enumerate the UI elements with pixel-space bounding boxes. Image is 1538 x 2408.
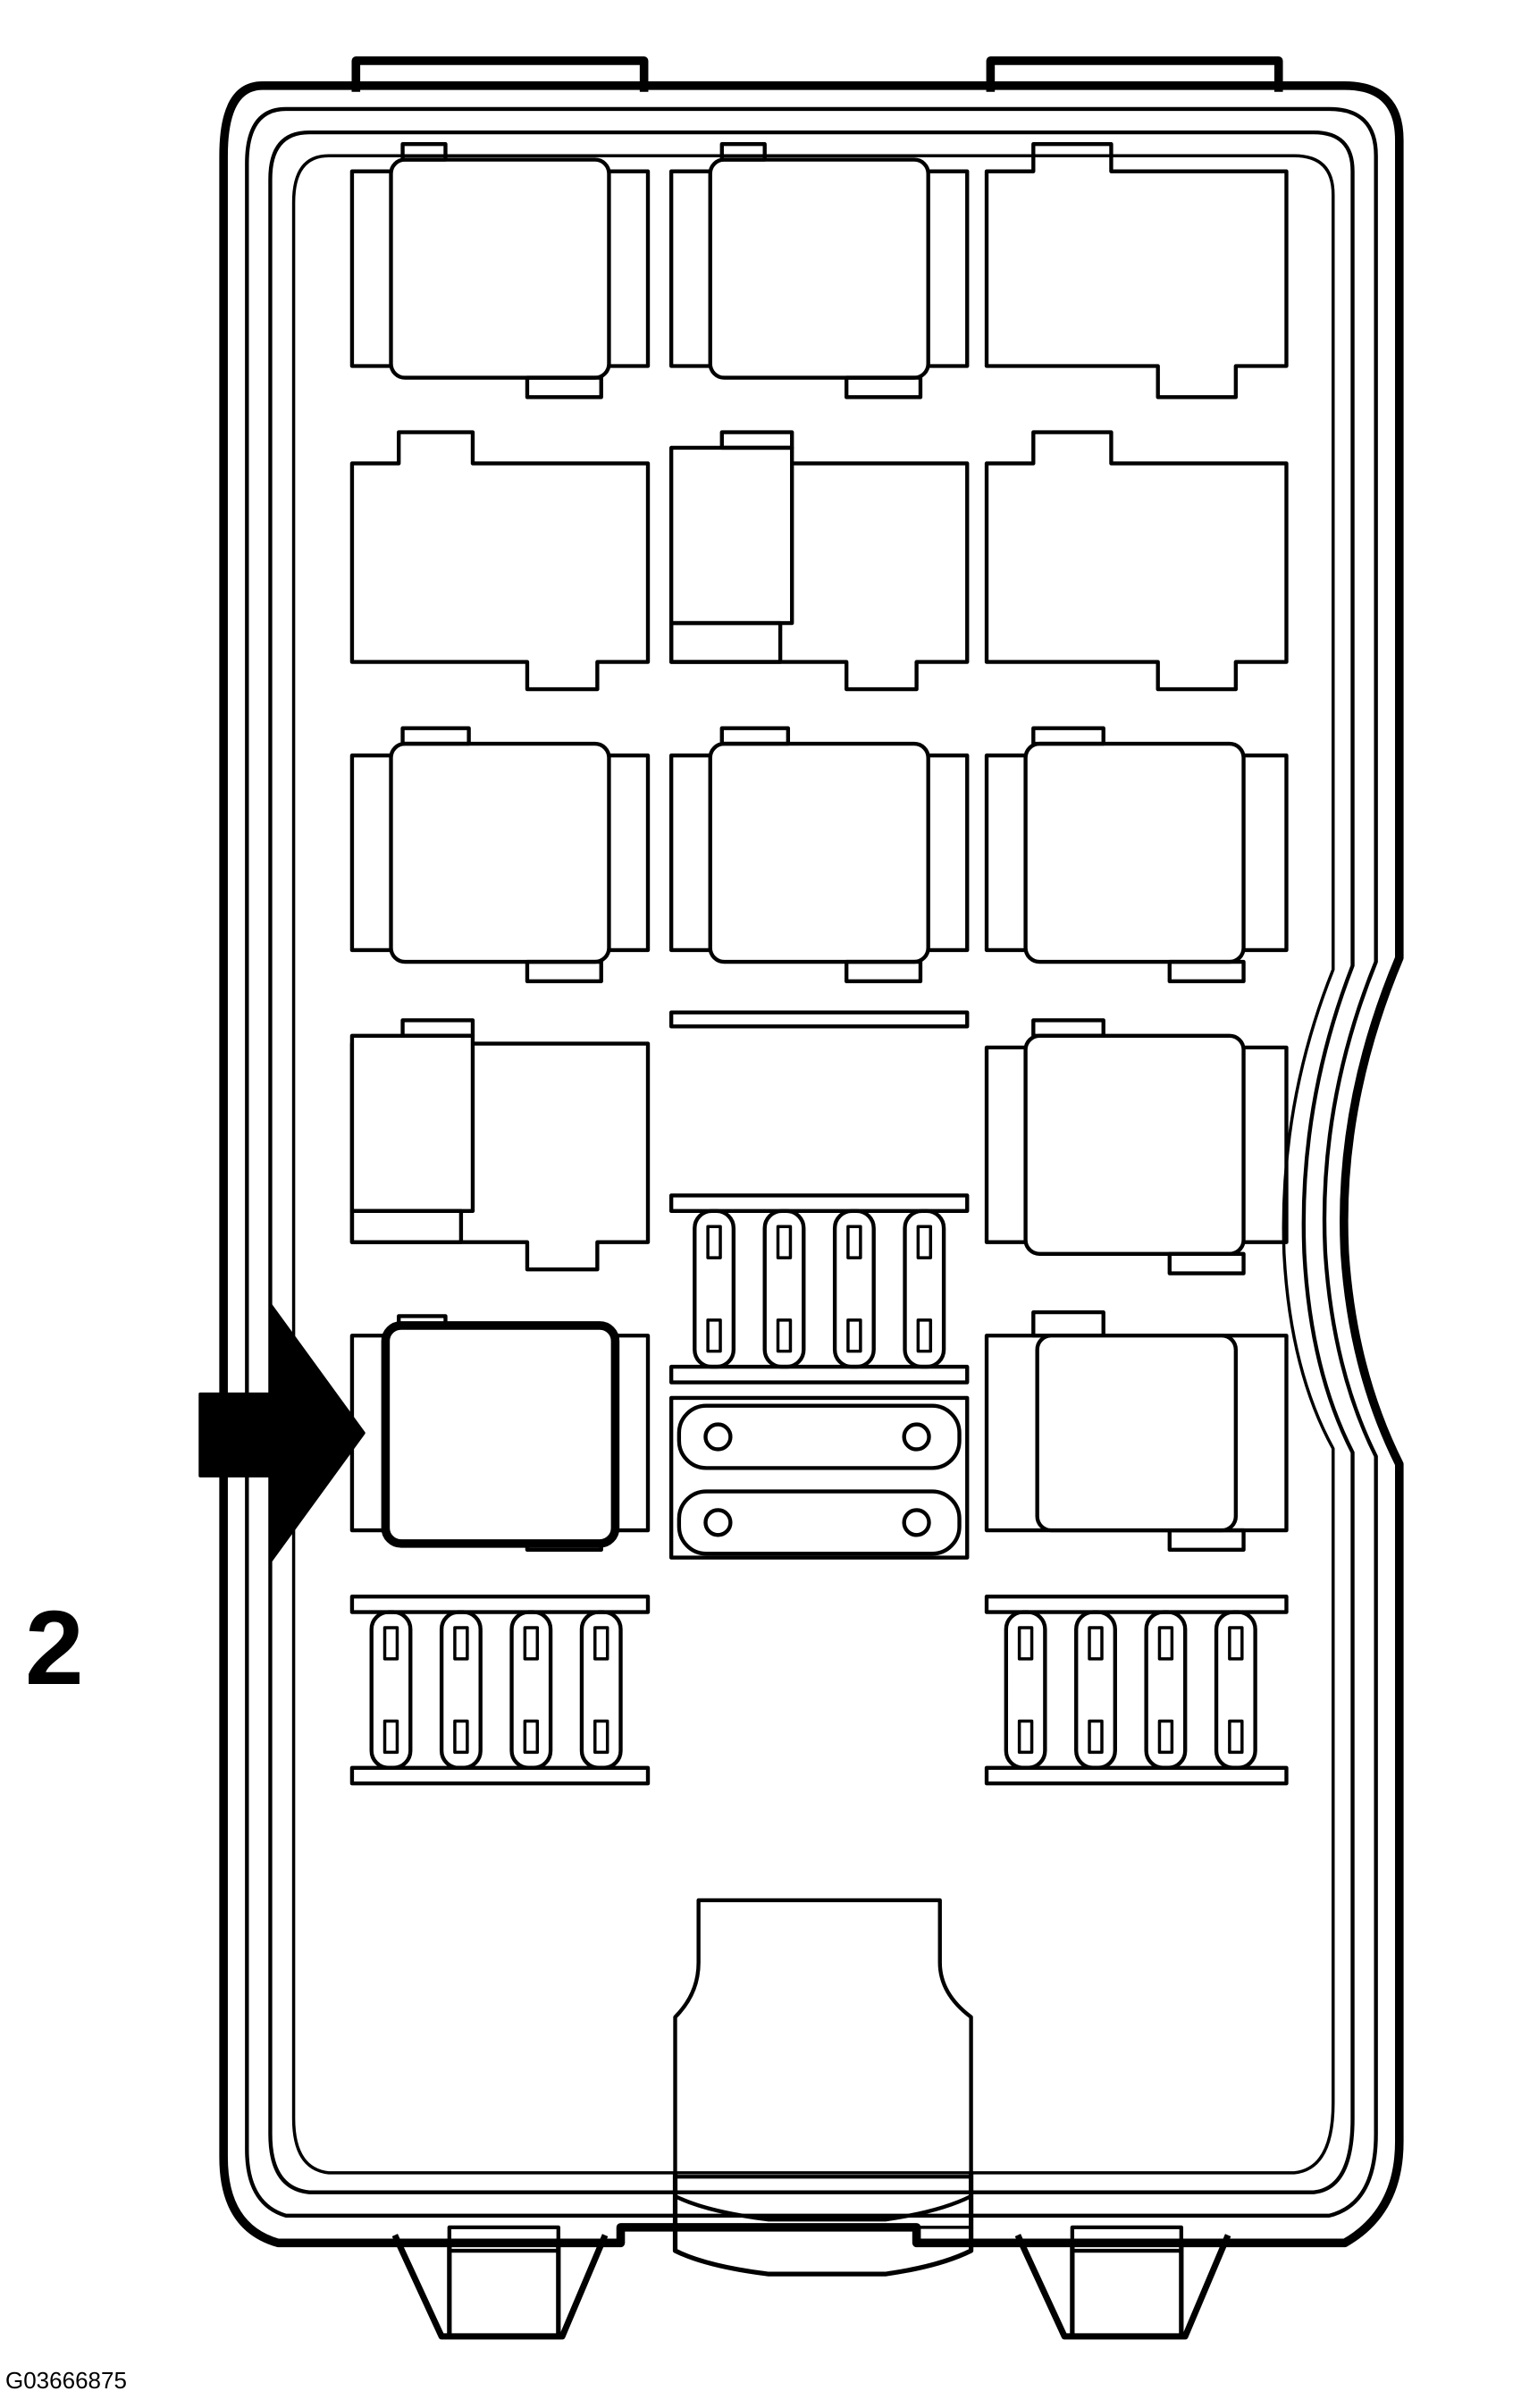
relay-row-1 — [349, 142, 1289, 400]
inner-housing-3 — [291, 154, 1335, 2175]
callout-label: 2 — [25, 1589, 84, 1707]
relay-r5c1-highlighted — [349, 1314, 651, 1553]
top-tab-right — [986, 56, 1283, 92]
relay-r4c1 — [349, 1018, 651, 1272]
bottom-channel — [672, 2172, 974, 2277]
inner-housing-1 — [245, 106, 1378, 2218]
fuse-bl3 — [509, 1610, 553, 1770]
fuse-bl1 — [369, 1610, 413, 1770]
relay-r2c2 — [668, 430, 970, 692]
relay-r3c3 — [984, 726, 1289, 983]
fusible-link-2 — [677, 1489, 962, 1556]
inner-housing-2 — [268, 130, 1355, 2194]
fuse-br1 — [1004, 1610, 1047, 1770]
fuse-c3 — [832, 1208, 876, 1369]
relay-r3c1 — [349, 726, 651, 983]
fusible-link-1 — [677, 1403, 962, 1470]
relay-r4c3 — [984, 1018, 1289, 1276]
housing-outline — [219, 56, 1404, 2340]
outer-housing — [219, 81, 1404, 2248]
fuse-c1 — [693, 1208, 736, 1369]
divider-bar — [668, 1010, 970, 1029]
relay-r1c2 — [668, 142, 970, 400]
relay-r3c2 — [668, 726, 970, 983]
center-fuse-block — [668, 1193, 970, 1385]
relay-row-3 — [349, 726, 1289, 983]
fuse-c4 — [903, 1208, 946, 1369]
fuse-c2 — [762, 1208, 806, 1369]
bottom-foot-right-block — [1070, 2240, 1184, 2339]
fuse-br2 — [1074, 1610, 1117, 1770]
relay-r1c1 — [349, 142, 651, 400]
relay-row-2 — [349, 430, 1289, 692]
relay-r5c3 — [984, 1309, 1289, 1553]
top-tab-left — [351, 56, 649, 92]
fuse-bl4 — [579, 1610, 623, 1770]
relay-r1c3 — [984, 142, 1289, 400]
bottom-connector-recess — [673, 1898, 973, 2222]
fuse-block-bottom-left — [349, 1594, 651, 1786]
bottom-tab-left — [447, 2225, 560, 2253]
fusible-link-block — [668, 1395, 970, 1560]
fuse-br4 — [1214, 1610, 1257, 1770]
fuse-block-bottom-right — [984, 1594, 1289, 1786]
bottom-foot-left-block — [447, 2240, 561, 2339]
bottom-tab-right — [1070, 2225, 1184, 2253]
relay-r2c1 — [349, 430, 651, 692]
relay-r2c3 — [984, 430, 1289, 692]
fuse-bl2 — [439, 1610, 483, 1770]
relay-row-4 — [349, 1018, 1289, 1276]
fuse-br3 — [1144, 1610, 1188, 1770]
figure-id: G03666875 — [5, 2367, 127, 2394]
callout-arrow — [198, 1302, 366, 1563]
